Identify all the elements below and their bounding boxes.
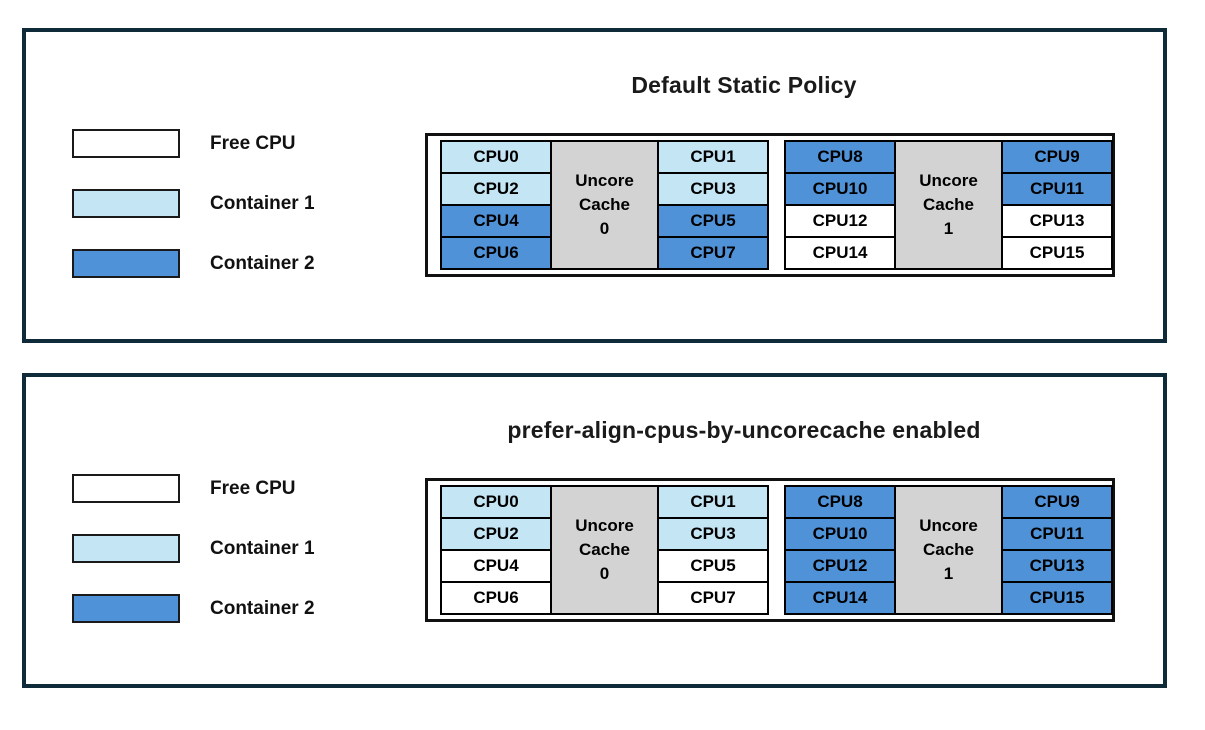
panel-title: prefer-align-cpus-by-uncorecache enabled <box>507 417 981 443</box>
legend-label-container-2: Container 2 <box>210 252 315 274</box>
cpu-column-right: CPU1 CPU3 CPU5 CPU7 <box>659 487 767 613</box>
cache-label-line: Cache <box>922 195 975 214</box>
cpu-cell: CPU14 <box>786 583 894 613</box>
legend-swatch-container-2 <box>72 594 180 623</box>
legend-label-container-2: Container 2 <box>210 597 315 619</box>
legend-swatch-container-2 <box>72 249 180 278</box>
cpu-topology-diagram: CPU0 CPU2 CPU4 CPU6 Uncore Cache 0 CPU1 … <box>425 478 1115 622</box>
cpu-cell: CPU7 <box>659 238 767 268</box>
cache-label-line: Cache <box>578 540 631 559</box>
cache-label-line: Uncore <box>919 171 978 190</box>
legend-swatch-container-1 <box>72 189 180 218</box>
uncore-cache-1-group: CPU8 CPU10 CPU12 CPU14 Uncore Cache 1 CP… <box>784 485 1113 615</box>
cpu-cell: CPU8 <box>786 142 894 172</box>
cpu-cell: CPU13 <box>1003 206 1111 236</box>
cpu-cell: CPU9 <box>1003 487 1111 517</box>
cpu-cell: CPU6 <box>442 583 550 613</box>
cpu-cell: CPU11 <box>1003 174 1111 204</box>
cpu-cell: CPU13 <box>1003 551 1111 581</box>
cache-label-line: Uncore <box>575 516 634 535</box>
legend: Free CPU Container 1 Container 2 <box>72 474 315 654</box>
legend-swatch-free-cpu <box>72 129 180 158</box>
cpu-cell: CPU9 <box>1003 142 1111 172</box>
legend-swatch-container-1 <box>72 534 180 563</box>
cpu-cell: CPU5 <box>659 206 767 236</box>
uncore-cache-1-box: Uncore Cache 1 <box>896 142 1001 268</box>
cache-label-line: Uncore <box>575 171 634 190</box>
cpu-cell: CPU15 <box>1003 238 1111 268</box>
legend: Free CPU Container 1 Container 2 <box>72 129 315 309</box>
legend-row-free-cpu: Free CPU <box>72 474 315 503</box>
uncore-cache-0-group: CPU0 CPU2 CPU4 CPU6 Uncore Cache 0 CPU1 … <box>440 485 769 615</box>
cpu-column-left: CPU0 CPU2 CPU4 CPU6 <box>442 142 550 268</box>
cache-label-line: 0 <box>599 219 610 238</box>
uncore-cache-0-box: Uncore Cache 0 <box>552 142 657 268</box>
legend-row-container-2: Container 2 <box>72 249 315 278</box>
legend-row-container-1: Container 1 <box>72 189 315 218</box>
cpu-column-left: CPU8 CPU10 CPU12 CPU14 <box>786 487 894 613</box>
legend-swatch-free-cpu <box>72 474 180 503</box>
legend-label-free-cpu: Free CPU <box>210 477 296 499</box>
legend-row-free-cpu: Free CPU <box>72 129 315 158</box>
uncore-cache-0-box: Uncore Cache 0 <box>552 487 657 613</box>
legend-label-free-cpu: Free CPU <box>210 132 296 154</box>
cache-label-line: 1 <box>943 219 954 238</box>
cpu-column-right: CPU1 CPU3 CPU5 CPU7 <box>659 142 767 268</box>
cpu-cell: CPU15 <box>1003 583 1111 613</box>
uncore-cache-1-group: CPU8 CPU10 CPU12 CPU14 Uncore Cache 1 CP… <box>784 140 1113 270</box>
cpu-cell: CPU1 <box>659 487 767 517</box>
cpu-cell: CPU2 <box>442 519 550 549</box>
cpu-cell: CPU4 <box>442 551 550 581</box>
legend-label-container-1: Container 1 <box>210 192 315 214</box>
cpu-cell: CPU12 <box>786 206 894 236</box>
cpu-cell: CPU0 <box>442 142 550 172</box>
cpu-cell: CPU10 <box>786 519 894 549</box>
cpu-cell: CPU3 <box>659 519 767 549</box>
cpu-column-left: CPU0 CPU2 CPU4 CPU6 <box>442 487 550 613</box>
cpu-cell: CPU4 <box>442 206 550 236</box>
cpu-cell: CPU12 <box>786 551 894 581</box>
cpu-cell: CPU14 <box>786 238 894 268</box>
cpu-cell: CPU8 <box>786 487 894 517</box>
panel-default-static-policy: Default Static Policy Free CPU Container… <box>22 28 1167 343</box>
cache-label-line: Cache <box>578 195 631 214</box>
cpu-cell: CPU1 <box>659 142 767 172</box>
cpu-cell: CPU2 <box>442 174 550 204</box>
cache-label-line: 1 <box>943 564 954 583</box>
panel-title: Default Static Policy <box>631 72 857 98</box>
cpu-topology-diagram: CPU0 CPU2 CPU4 CPU6 Uncore Cache 0 CPU1 … <box>425 133 1115 277</box>
cpu-cell: CPU11 <box>1003 519 1111 549</box>
cpu-column-left: CPU8 CPU10 CPU12 CPU14 <box>786 142 894 268</box>
cpu-cell: CPU5 <box>659 551 767 581</box>
cache-label-line: 0 <box>599 564 610 583</box>
cpu-column-right: CPU9 CPU11 CPU13 CPU15 <box>1003 487 1111 613</box>
legend-row-container-1: Container 1 <box>72 534 315 563</box>
cpu-cell: CPU3 <box>659 174 767 204</box>
legend-row-container-2: Container 2 <box>72 594 315 623</box>
uncore-cache-0-group: CPU0 CPU2 CPU4 CPU6 Uncore Cache 0 CPU1 … <box>440 140 769 270</box>
cache-label-line: Cache <box>922 540 975 559</box>
cache-label-line: Uncore <box>919 516 978 535</box>
panel-prefer-align-cpus-by-uncorecache: prefer-align-cpus-by-uncorecache enabled… <box>22 373 1167 688</box>
cpu-cell: CPU10 <box>786 174 894 204</box>
cpu-column-right: CPU9 CPU11 CPU13 CPU15 <box>1003 142 1111 268</box>
cpu-cell: CPU7 <box>659 583 767 613</box>
cpu-cell: CPU6 <box>442 238 550 268</box>
uncore-cache-1-box: Uncore Cache 1 <box>896 487 1001 613</box>
cpu-cell: CPU0 <box>442 487 550 517</box>
legend-label-container-1: Container 1 <box>210 537 315 559</box>
